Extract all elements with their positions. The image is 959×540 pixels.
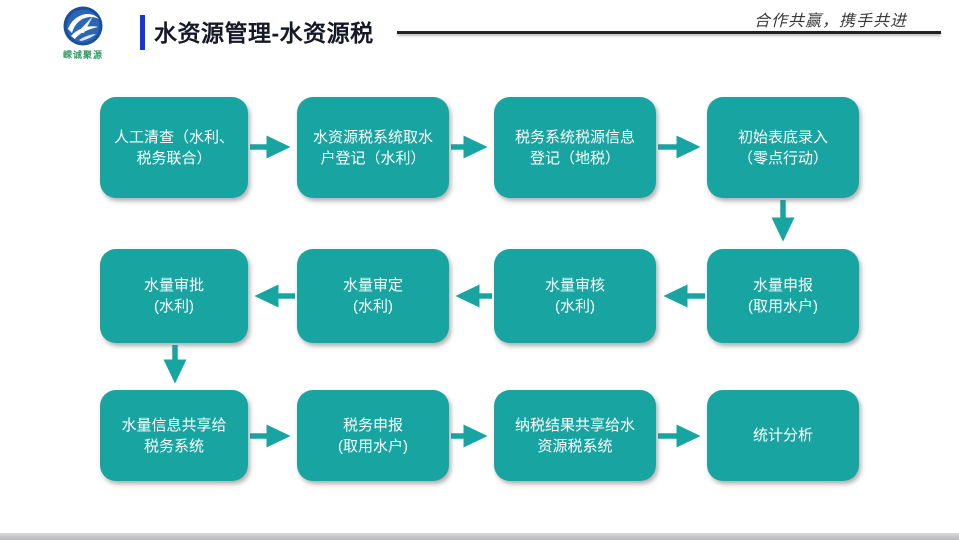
logo-text: 嵘诚聚源 xyxy=(62,50,103,60)
flow-box-r2c1: 水量审批 (水利) xyxy=(100,249,248,343)
flow-box-r2c2: 水量审定 (水利) xyxy=(297,249,449,343)
company-logo: 嵘诚聚源 xyxy=(48,5,118,61)
bottom-bar xyxy=(0,533,959,540)
flow-box-r3c4: 统计分析 xyxy=(707,390,859,481)
slogan-text: 合作共赢，携手共进 xyxy=(753,13,907,30)
header-divider xyxy=(397,31,941,34)
flow-box-r3c3: 纳税结果共享给水 资源税系统 xyxy=(494,390,656,481)
flow-box-r1c4: 初始表底录入 （零点行动） xyxy=(707,97,859,198)
flow-box-r1c1: 人工清查（水利、 税务联合） xyxy=(100,97,248,198)
flow-box-r2c3: 水量审核 (水利) xyxy=(494,249,656,343)
flow-box-r1c3: 税务系统税源信息 登记（地税） xyxy=(494,97,656,198)
flow-box-r2c4: 水量申报 (取用水户) xyxy=(707,249,859,343)
title-accent-bar xyxy=(140,15,145,50)
flow-box-r1c2: 水资源税系统取水 户登记（水利） xyxy=(297,97,449,198)
flow-box-r3c2: 税务申报 (取用水户) xyxy=(297,390,449,481)
page-title: 水资源管理-水资源税 xyxy=(154,20,374,46)
logo-globe-icon xyxy=(63,6,103,46)
flow-box-r3c1: 水量信息共享给 税务系统 xyxy=(100,390,248,481)
